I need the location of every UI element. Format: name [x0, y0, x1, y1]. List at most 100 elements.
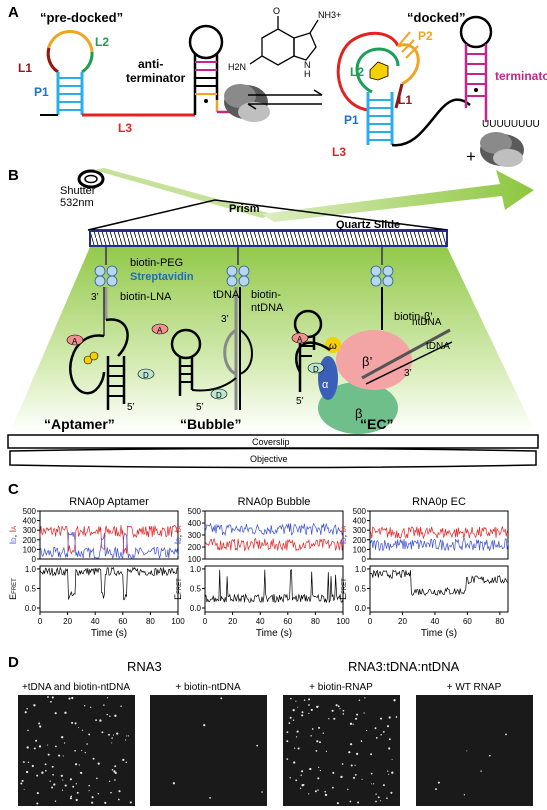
y-tick-label: 1.0: [25, 565, 37, 574]
chart-title: RNA0p EC: [412, 496, 466, 508]
fluorescent-spot: [25, 770, 29, 774]
fluorescent-spot: [332, 786, 334, 789]
fluorescent-spot: [390, 791, 393, 794]
fluorescent-spot: [286, 758, 289, 760]
tirf-image-label: + biotin-RNAP: [309, 682, 373, 693]
fluorescent-spot: [209, 797, 211, 799]
y-tick-label: 1.0: [190, 565, 202, 574]
fluorescent-spot: [23, 761, 25, 763]
fluorescent-spot: [292, 719, 295, 721]
streptavidin-label: Streptavidin: [130, 271, 194, 283]
fluorescent-spot: [290, 697, 292, 700]
label-l3: L3: [118, 121, 132, 135]
beta-label: β: [355, 406, 362, 421]
fluorescent-spot: [308, 793, 310, 795]
fluorescent-spot: [75, 763, 78, 766]
fluorescent-spot: [308, 704, 310, 706]
fluorescent-spot: [386, 797, 388, 799]
fluorescent-spot: [393, 699, 396, 702]
equilibrium-arrows: [247, 89, 323, 110]
docked-aptamer: L2 P2 L1 P1 L3: [332, 29, 471, 159]
aptamer-title: “Aptamer”: [44, 416, 115, 432]
acceptor-trace: [204, 537, 344, 552]
bubble-title: “Bubble”: [180, 416, 241, 432]
fluorescent-spot: [261, 791, 263, 793]
fluorescent-spot: [44, 769, 47, 772]
fluorescent-spot: [295, 736, 298, 738]
prism-label: Prism: [229, 203, 260, 215]
streptavidin-icon-3: [370, 265, 394, 287]
bubble-5prime: 5’: [196, 402, 204, 413]
fluorescent-spot: [97, 762, 100, 765]
fluorescent-spot: [88, 790, 90, 792]
acceptor-label: I: [338, 530, 348, 533]
fluorescent-spot: [301, 784, 304, 787]
group-rna3-label: RNA3: [127, 659, 162, 674]
donor-label: I: [8, 542, 18, 545]
fluorescent-spot: [347, 788, 349, 791]
fluorescent-spot: [86, 743, 88, 745]
donor-subscript: D: [177, 537, 183, 542]
fluorescent-spot: [38, 745, 42, 748]
pre-docked-aptamer: L1 L2 P1 L3: [18, 30, 195, 135]
y-tick-label: 500: [23, 507, 37, 516]
ligand-h: H: [304, 69, 311, 79]
tirf-image-field: [150, 695, 267, 806]
y-tick-label: 0.5: [190, 584, 202, 593]
omega-label: ω: [329, 341, 337, 352]
intensity-axes: [369, 510, 509, 560]
tirf-image-field: [18, 695, 135, 806]
fluorescent-spot: [318, 726, 320, 729]
fluorescent-spot: [337, 705, 340, 708]
fluorescent-spot: [110, 791, 112, 794]
tirf-image-field: [416, 695, 533, 806]
fluorescent-spot: [339, 708, 341, 710]
fluorescent-spot: [172, 782, 176, 785]
label-l2: L2: [95, 35, 109, 49]
fluorescent-spot: [377, 796, 380, 799]
fluorescent-spot: [354, 764, 356, 766]
fluorescent-spot: [309, 767, 312, 771]
ec-construct: biotin-β’ A D 5’ ω α β’ β ntDNA tDNA 3’: [291, 247, 453, 434]
fret-axes: [369, 565, 509, 613]
fluorescent-spot: [220, 697, 223, 700]
fret-trace: [39, 566, 179, 601]
ntdna-label: ntDNA: [412, 317, 442, 328]
fluorescent-spot: [68, 697, 71, 700]
fluorescent-spot: [27, 729, 29, 732]
x-tick-label: 80: [495, 617, 504, 626]
tirf-image-3: + WT RNAP: [416, 682, 533, 806]
fluorescent-spot: [203, 724, 206, 727]
x-tick-label: 60: [283, 617, 292, 626]
anti-label-2: terminator: [126, 71, 186, 85]
y-tick-label: 200: [353, 536, 367, 545]
chart-title: RNA0p Aptamer: [69, 496, 149, 508]
fluorescent-spot: [35, 739, 38, 742]
fluorescent-spot: [349, 743, 353, 746]
quartz-slide: [89, 230, 448, 247]
fret-trace: [204, 569, 344, 604]
fluorescent-spot: [370, 783, 373, 785]
tdna-label: tDNA: [213, 289, 240, 301]
y-tick-label: 500: [188, 507, 202, 516]
x-tick-label: 80: [311, 617, 320, 626]
fluorescent-spot: [364, 697, 366, 699]
fluorescent-spot: [293, 761, 296, 764]
fluorescent-spot: [365, 729, 368, 732]
fluorescent-spot: [24, 711, 27, 714]
fluorescent-spot: [299, 787, 302, 789]
x-axis-label: Time (s): [256, 628, 292, 639]
fluorescent-spot: [295, 779, 298, 782]
fluorescent-spot: [126, 735, 127, 737]
fluorescent-spot: [317, 705, 319, 707]
panel-a: A “pre-docked” “docked” L1 L2 P1 L3: [8, 4, 547, 167]
fluorescent-spot: [62, 779, 64, 781]
fluorescent-spot: [292, 708, 295, 712]
fluorescent-spot: [81, 749, 83, 751]
fluorescent-spot: [103, 704, 105, 706]
ec-3prime: 3’: [404, 368, 412, 379]
efret-subscript: FRET: [177, 578, 183, 594]
